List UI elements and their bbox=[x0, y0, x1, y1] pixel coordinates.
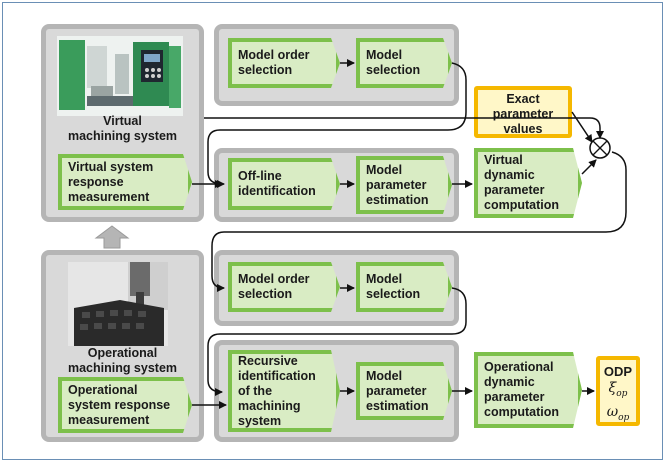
odp-omega: ωop bbox=[606, 403, 630, 423]
operational-machining-title: Operational machining system bbox=[67, 346, 178, 375]
up-arrow-icon bbox=[94, 225, 130, 249]
odp-output-box: ODP ξop ωop bbox=[596, 356, 640, 426]
operational-machine-image bbox=[68, 262, 168, 346]
comparator-symbol bbox=[589, 137, 611, 159]
virtual-machining-title: Virtual machining system bbox=[67, 114, 178, 143]
virtual-machine-image bbox=[57, 36, 183, 116]
odp-xi: ξop bbox=[608, 380, 628, 399]
odp-title: ODP bbox=[603, 364, 633, 379]
